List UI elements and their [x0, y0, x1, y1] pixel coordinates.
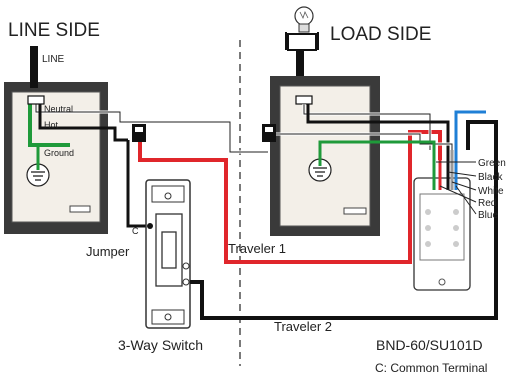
device-model: BND-60/SU101D [376, 337, 483, 353]
traveler-2-wire [190, 120, 498, 320]
line-side-heading: LINE SIDE [8, 20, 100, 41]
load-junction-box [270, 76, 380, 236]
ground-label: Ground [44, 148, 74, 158]
hot-wire [38, 100, 128, 142]
traveler-1-label: Traveler 1 [228, 241, 286, 256]
load-cable [296, 50, 304, 84]
smart-switch-device [413, 177, 471, 291]
ground-icon [26, 145, 50, 187]
load-ground-wire [318, 140, 436, 156]
wire-label-blue: Blue [478, 210, 498, 221]
traveler-2-label: Traveler 2 [274, 319, 332, 334]
line-label: LINE [42, 54, 65, 65]
hot-label: Hot [44, 120, 59, 130]
switch-name: 3-Way Switch [118, 337, 203, 353]
jumper-wire [126, 140, 148, 228]
line-junction-box [4, 82, 108, 234]
line-cable [30, 46, 38, 88]
three-way-switch [145, 179, 191, 329]
jumper-label: Jumper [86, 244, 130, 259]
traveler-1-wire [138, 130, 442, 264]
wire-label-white: White [478, 186, 504, 197]
load-wire-nut [262, 124, 276, 142]
neutral-label: Neutral [44, 104, 73, 114]
neutral-wire [35, 100, 268, 153]
wire-label-red: Red [478, 198, 496, 209]
wire-label-black: Black [478, 172, 503, 183]
wire-label-green: Green [478, 158, 506, 169]
common-marker: C [132, 226, 139, 236]
wire-nut [132, 124, 146, 142]
footnote: C: Common Terminal [375, 361, 487, 375]
line-ground-wire [28, 100, 70, 147]
load-ground-icon [308, 156, 332, 182]
load-side-heading: LOAD SIDE [330, 24, 431, 45]
light-bulb-icon [294, 6, 314, 33]
